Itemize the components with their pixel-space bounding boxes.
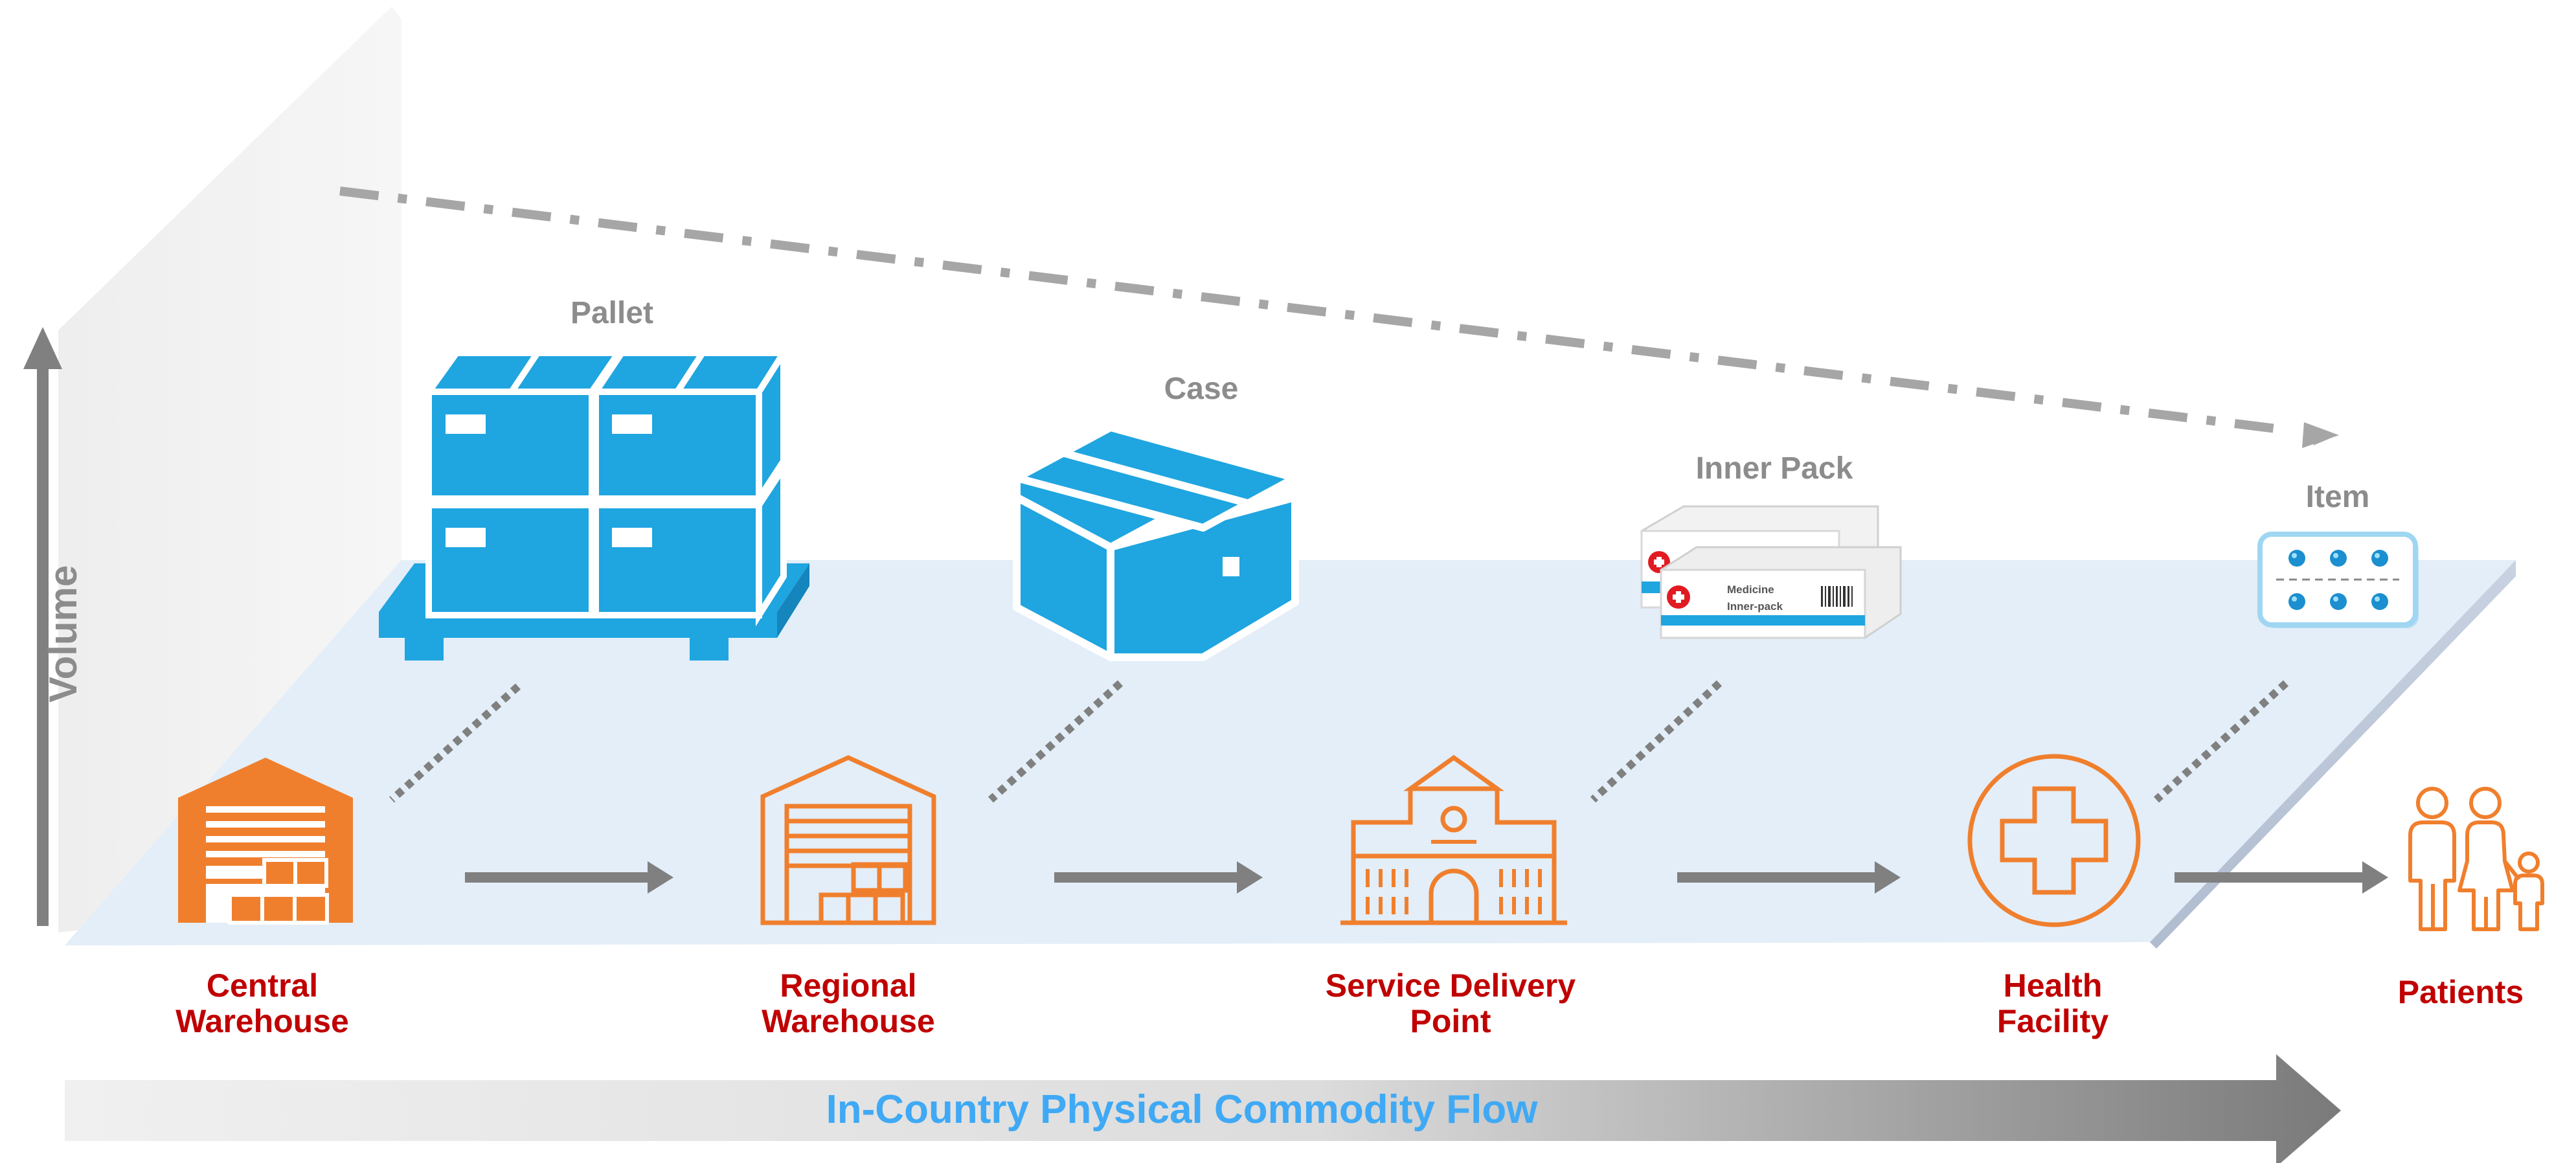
- regional-warehouse-line2: Warehouse: [762, 1003, 935, 1039]
- central-warehouse-line1: Central: [206, 967, 319, 1004]
- central-warehouse-line2: Warehouse: [175, 1003, 349, 1039]
- medical-cross-icon: [1967, 754, 2141, 927]
- volume-axis-label: Volume: [41, 565, 85, 703]
- item-label: Item: [2305, 480, 2370, 514]
- central-warehouse-label: Central Warehouse: [149, 968, 376, 1039]
- arrow-central-to-regional: [465, 861, 673, 894]
- platform-edge: [2150, 560, 2516, 949]
- warehouse-filled-icon: [178, 758, 353, 925]
- warehouse-outline-icon: [760, 755, 936, 925]
- pallet-label: Pallet: [570, 296, 654, 330]
- volume-axis-arrow: [23, 327, 62, 926]
- service-delivery-point-line1: Service Delivery: [1325, 967, 1576, 1004]
- family-icon: [2408, 787, 2544, 931]
- service-delivery-point-line2: Point: [1410, 1003, 1491, 1039]
- commodity-flow-label: In-Country Physical Commodity Flow: [826, 1087, 1538, 1132]
- patients-label: Patients: [2357, 975, 2564, 1010]
- connector-inner-pack: [1590, 680, 1723, 803]
- inner-pack-text-line2: Inner-pack: [1727, 600, 1783, 613]
- arrow-service-to-health: [1677, 861, 1901, 894]
- stage-arrows: [465, 861, 2388, 894]
- connector-pallet: [389, 683, 521, 803]
- regional-warehouse-label: Regional Warehouse: [732, 968, 965, 1039]
- inner-pack-label: Inner Pack: [1695, 451, 1853, 486]
- arrow-regional-to-service: [1054, 861, 1263, 894]
- barcode: [1821, 586, 1853, 607]
- blister-pack-icon: [2257, 532, 2419, 628]
- patients-line1: Patients: [2397, 974, 2524, 1010]
- arrow-health-to-patients: [2175, 861, 2388, 894]
- health-facility-line2: Facility: [1996, 1003, 2109, 1039]
- medicine-inner-pack-icon: Medicine Inner-pack: [1640, 505, 1902, 639]
- pallet-boxes-icon: [379, 341, 809, 661]
- building-icon: [1340, 754, 1567, 925]
- health-facility-label: Health Facility: [1943, 968, 2163, 1039]
- connector-case: [988, 680, 1124, 803]
- inner-pack-text-line1: Medicine: [1727, 583, 1774, 596]
- connector-item: [2153, 680, 2289, 803]
- volume-trend-arrow: [339, 186, 2339, 448]
- connector-dots: [389, 680, 2289, 803]
- case-label: Case: [1164, 372, 1239, 406]
- health-facility-line1: Health: [2003, 967, 2103, 1004]
- case-box-icon: [1013, 423, 1299, 661]
- service-delivery-point-label: Service Delivery Point: [1295, 968, 1606, 1039]
- commodity-flow-arrow: [65, 1054, 2341, 1163]
- regional-warehouse-line1: Regional: [780, 967, 917, 1004]
- platform-floor: [65, 560, 2516, 945]
